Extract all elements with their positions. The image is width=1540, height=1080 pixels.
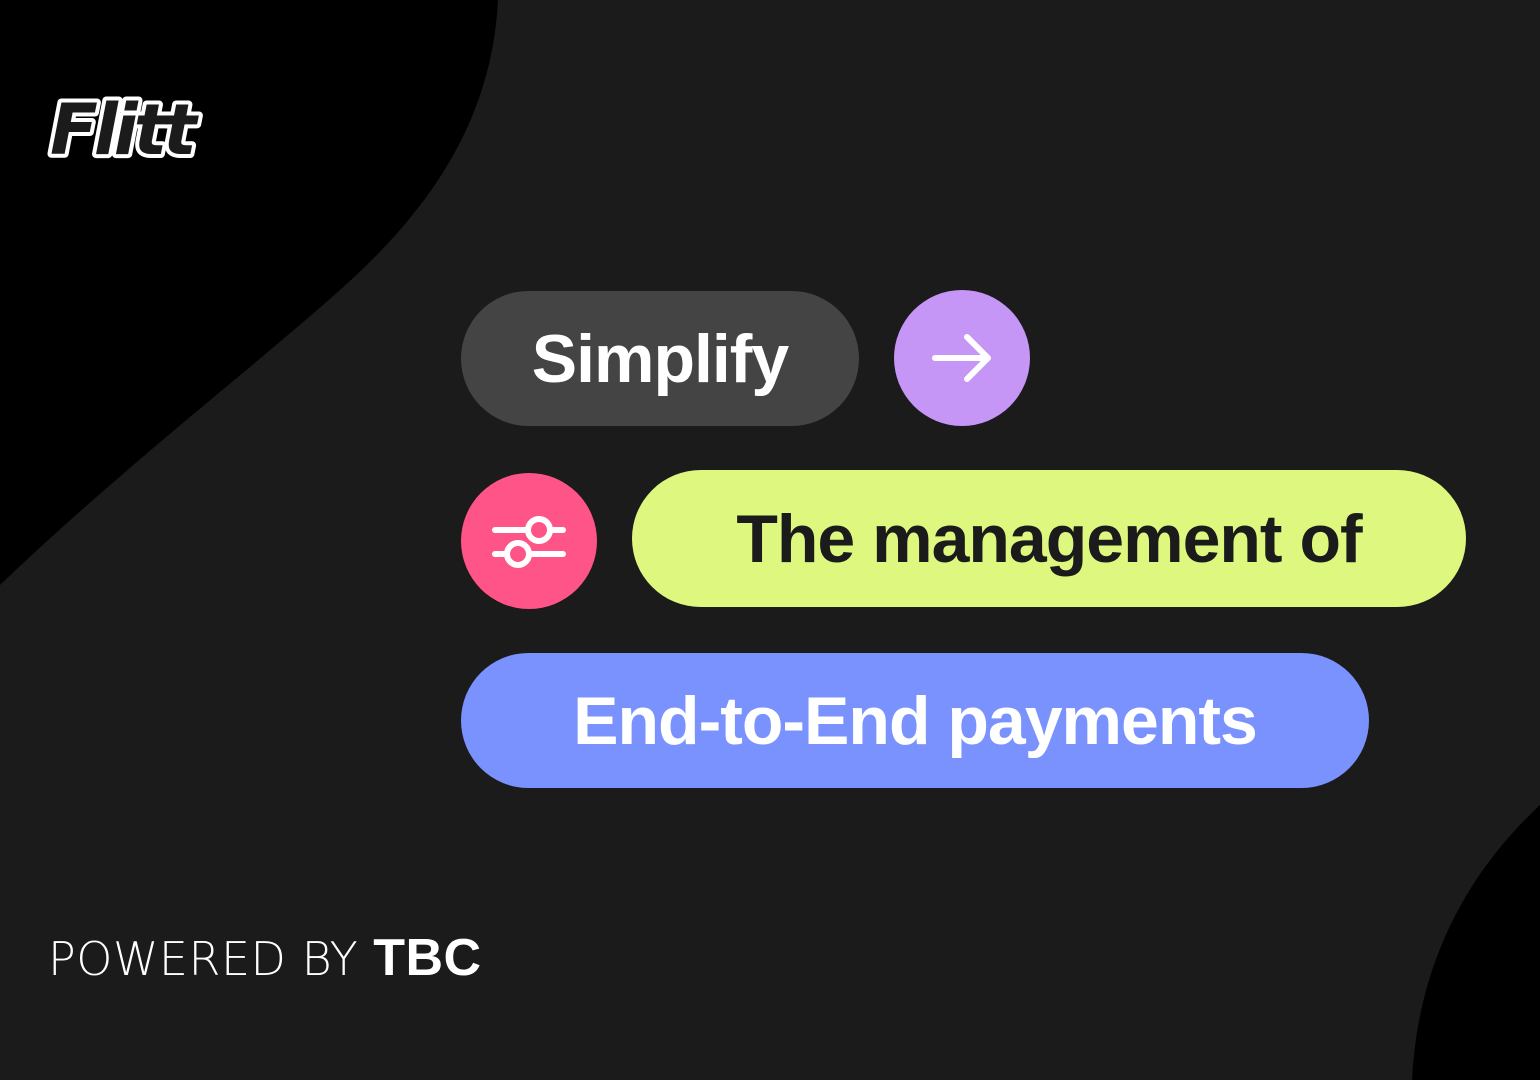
arrow-circle [894,290,1030,426]
headline-line3-text: End-to-End payments [573,682,1258,759]
bottom-right-blob [1412,805,1540,1080]
headline-line2-text: The management of [736,500,1362,577]
svg-text:Flitt: Flitt [50,90,199,171]
headline-management-pill: The management of [632,470,1466,607]
headline-payments-pill: End-to-End payments [461,653,1369,788]
headline-simplify-pill: Simplify [461,291,859,426]
tbc-brand: TBC [373,929,482,987]
powered-by-label: POWERED BY [48,932,359,986]
sliders-icon [492,516,566,568]
sliders-circle [461,473,597,609]
arrow-right-icon [932,334,991,382]
headline-line1-text: Simplify [531,320,789,397]
top-left-blob [0,0,498,585]
flitt-logo: Flitt [46,90,207,172]
powered-by: POWERED BY TBC [48,928,482,988]
